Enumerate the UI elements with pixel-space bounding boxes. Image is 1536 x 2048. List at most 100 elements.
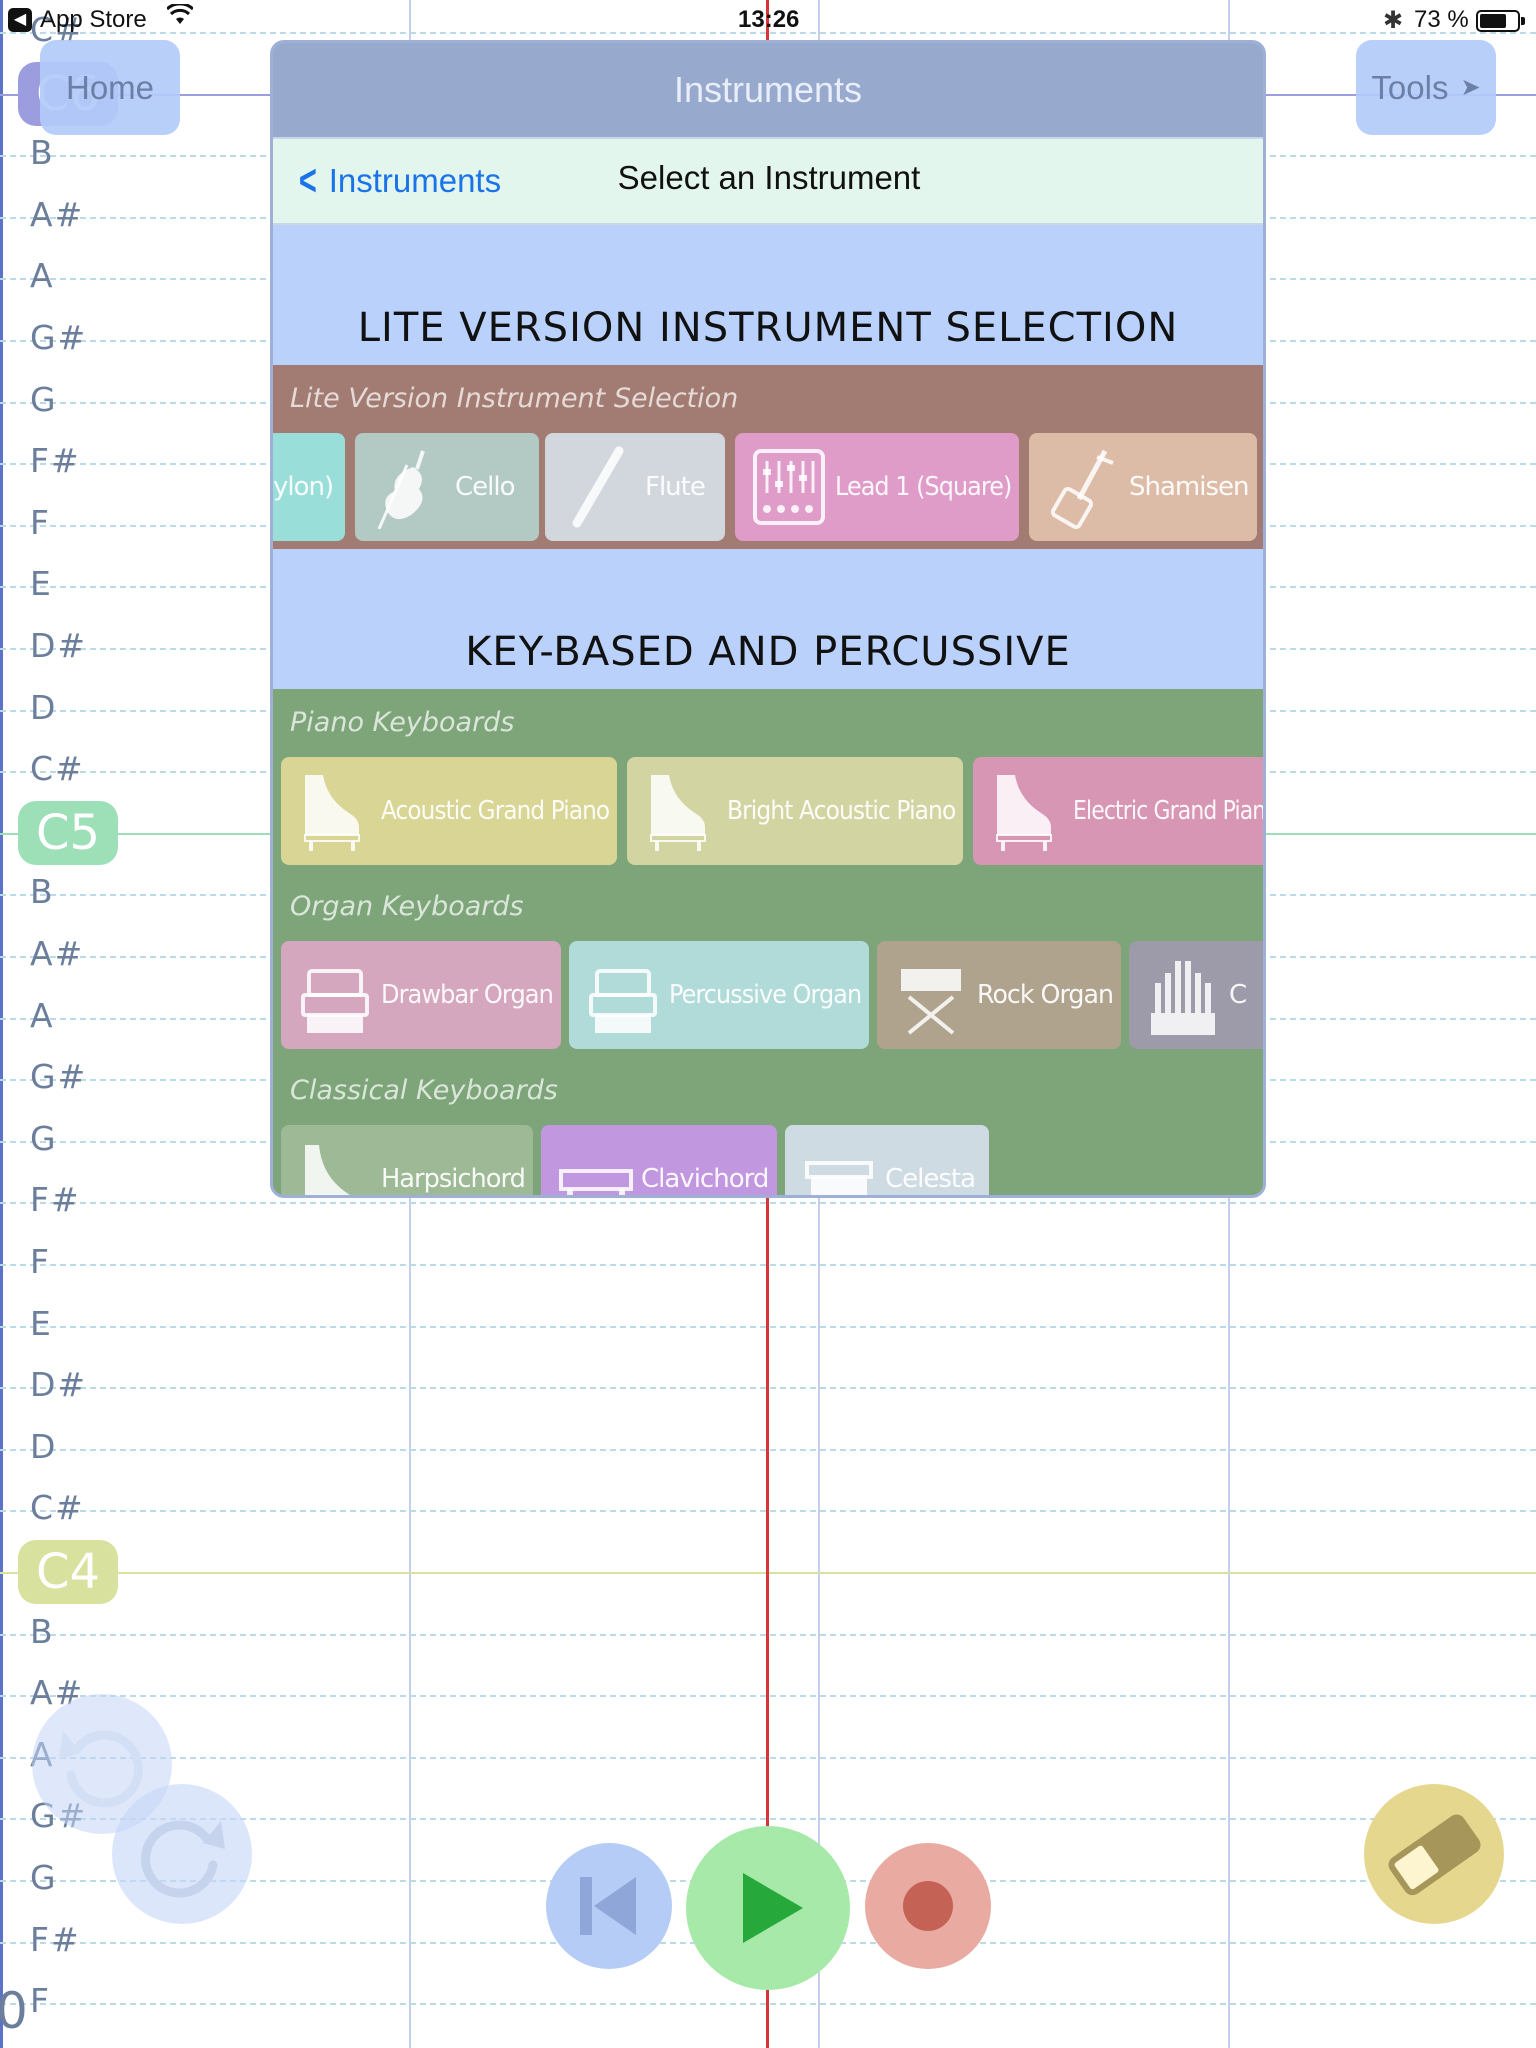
- redo-icon: [141, 1820, 225, 1898]
- section-title: KEY-BASED AND PERCUSSIVE: [465, 629, 1071, 675]
- tile-row[interactable]: ylon) Cello Flute Lead 1 (Square) Shamisen: [273, 433, 1263, 541]
- tools-button-label: Tools: [1371, 68, 1449, 106]
- note-label: F: [30, 1242, 51, 1281]
- instrument-tile[interactable]: Percussive Organ: [569, 941, 869, 1049]
- eraser-icon: [1388, 1814, 1481, 1896]
- instrument-tile[interactable]: Clavichord: [541, 1125, 777, 1195]
- instrument-tile[interactable]: Cello: [355, 433, 539, 541]
- pipe-organ-icon: [1145, 953, 1221, 1037]
- record-icon: [903, 1881, 953, 1931]
- instrument-label: Harpsichord: [381, 1164, 526, 1194]
- octave-badge: C5: [18, 800, 118, 865]
- instrument-tile[interactable]: Drawbar Organ: [281, 941, 561, 1049]
- note-label: E: [30, 1303, 53, 1343]
- instrument-label: Acoustic Grand Piano: [381, 796, 610, 826]
- instrument-label: Percussive Organ: [669, 980, 862, 1010]
- note-label: G: [30, 1858, 58, 1897]
- note-label: G: [30, 1118, 58, 1158]
- note-label: A#: [30, 934, 85, 973]
- note-label: A: [30, 256, 55, 296]
- note-label: G: [30, 379, 58, 419]
- home-button[interactable]: Home: [40, 40, 180, 135]
- panel-title: Instruments: [673, 69, 863, 110]
- instrument-label: Rock Organ: [977, 980, 1114, 1010]
- rewind-button[interactable]: [546, 1843, 672, 1969]
- staff-left-edge: [0, 0, 3, 2048]
- instrument-tile[interactable]: Bright Acoustic Piano: [627, 757, 963, 865]
- rock-organ-icon: [893, 953, 969, 1037]
- grand-piano-icon: [297, 769, 373, 853]
- grand-piano-icon: [989, 769, 1065, 853]
- note-label: C#: [30, 1488, 85, 1528]
- celesta-icon: [801, 1137, 877, 1195]
- instrument-tile[interactable]: C: [1129, 941, 1263, 1049]
- bluetooth-icon: ✱: [1383, 7, 1404, 34]
- record-button[interactable]: [865, 1843, 991, 1969]
- instrument-label: Drawbar Organ: [381, 980, 554, 1010]
- skip-back-icon: [580, 1877, 636, 1935]
- tools-button[interactable]: Tools ➤: [1356, 40, 1496, 135]
- note-label: B: [30, 872, 55, 912]
- undo-button[interactable]: [32, 1694, 172, 1834]
- note-label: D: [30, 687, 58, 727]
- instrument-tile[interactable]: Celesta: [785, 1125, 989, 1195]
- status-bar: ◀ App Store 13:26 ✱ 73 %: [0, 0, 1536, 40]
- picker-nav-bar: < Instruments Select an Instrument: [273, 137, 1263, 225]
- chevron-left-icon: <: [298, 156, 317, 205]
- category-label: Organ Keyboards: [290, 891, 524, 922]
- grand-piano-icon: [643, 769, 719, 853]
- note-label: F#: [30, 1180, 81, 1220]
- instrument-tile[interactable]: Harpsichord: [281, 1125, 533, 1195]
- instrument-label: Cello: [455, 472, 516, 502]
- note-label: D#: [30, 626, 88, 665]
- note-label: B: [30, 133, 55, 173]
- staff-bottom-number: 0: [0, 1982, 28, 2040]
- redo-button[interactable]: [112, 1784, 252, 1924]
- cello-icon: [371, 445, 447, 530]
- tools-arrow-icon: ➤: [1460, 74, 1481, 101]
- battery-level: [1480, 14, 1507, 28]
- clavichord-icon: [557, 1137, 633, 1195]
- note-label: F#: [30, 1919, 81, 1959]
- harpsichord-icon: [297, 1137, 373, 1195]
- instrument-tile[interactable]: Acoustic Grand Piano: [281, 757, 617, 865]
- panel-header: Instruments: [273, 43, 1263, 137]
- instrument-label: C: [1229, 980, 1247, 1010]
- organ-icon: [585, 953, 661, 1037]
- tile-row[interactable]: Acoustic Grand Piano Bright Acoustic Pian…: [273, 757, 1263, 865]
- eraser-button[interactable]: [1364, 1784, 1504, 1924]
- instrument-tile[interactable]: Flute: [545, 433, 725, 541]
- instrument-label: Shamisen: [1129, 472, 1250, 502]
- home-button-label: Home: [65, 68, 155, 106]
- play-button[interactable]: [686, 1826, 850, 1990]
- play-icon: [743, 1873, 803, 1943]
- back-to-app-icon[interactable]: ◀: [8, 8, 32, 32]
- battery-percent: 73 %: [1414, 6, 1469, 33]
- note-label: F: [30, 1981, 51, 2021]
- instrument-label: ylon): [273, 472, 334, 502]
- category-label: Classical Keyboards: [290, 1075, 558, 1106]
- instruments-back-button[interactable]: < Instruments: [295, 159, 501, 203]
- instrument-tile[interactable]: Shamisen: [1029, 433, 1257, 541]
- note-label: A: [30, 995, 55, 1035]
- picker-title: Select an Instrument: [617, 159, 921, 196]
- back-to-app-label[interactable]: App Store: [40, 6, 147, 33]
- note-label: A#: [30, 194, 85, 234]
- back-button-label: Instruments: [328, 162, 502, 199]
- synth-icon: [751, 445, 827, 529]
- battery-icon: [1476, 10, 1525, 32]
- category-label: Piano Keyboards: [290, 707, 515, 738]
- tile-row[interactable]: Drawbar Organ Percussive Organ Rock Organ C: [273, 941, 1263, 1049]
- instrument-tile[interactable]: ylon): [273, 433, 345, 541]
- instrument-tile[interactable]: Electric Grand Pian: [973, 757, 1263, 865]
- note-label: B: [30, 1611, 55, 1651]
- instrument-label: Lead 1 (Square): [835, 472, 1012, 502]
- wifi-icon: [165, 2, 195, 33]
- instrument-label: Electric Grand Pian: [1073, 796, 1263, 826]
- instrument-tile[interactable]: Rock Organ: [877, 941, 1121, 1049]
- note-label: D: [30, 1426, 58, 1466]
- instrument-tile[interactable]: Lead 1 (Square): [735, 433, 1019, 541]
